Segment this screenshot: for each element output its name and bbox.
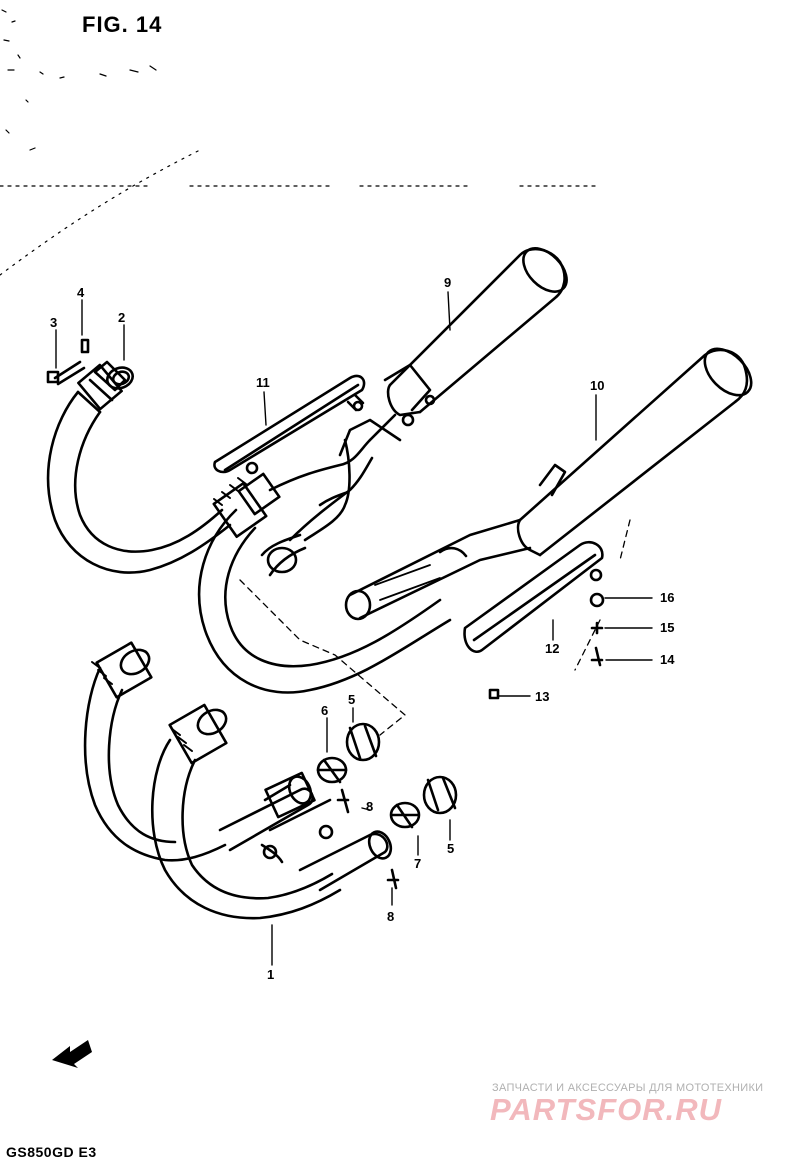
callout-10: 10 xyxy=(590,378,605,393)
callout-1: 1 xyxy=(267,967,275,982)
callout-3: 3 xyxy=(50,315,58,330)
callout-16: 16 xyxy=(660,590,675,605)
callout-15: 15 xyxy=(660,620,675,635)
bolt-3-washer-4 xyxy=(46,338,131,386)
callout-9: 9 xyxy=(444,275,452,290)
clamps-5-6-7-bolts-8 xyxy=(316,722,458,890)
callout-7: 7 xyxy=(414,856,422,871)
model-code: GS850GD E3 xyxy=(6,1144,97,1160)
callout-leaders xyxy=(55,291,653,966)
callout-2: 2 xyxy=(118,310,126,325)
scan-artifacts xyxy=(0,9,601,276)
callout-11: 11 xyxy=(256,375,270,390)
watermark-tagline: ЗАПЧАСТИ И АКСЕССУАРЫ ДЛЯ МОТОТЕХНИКИ xyxy=(492,1082,764,1094)
upper-front-header-right xyxy=(197,472,452,694)
heat-shield-11 xyxy=(213,374,366,475)
upper-front-header-left xyxy=(46,360,232,574)
callout-14: 14 xyxy=(660,652,675,667)
lower-header-pipes-1 xyxy=(83,641,393,920)
callout-8-upper: 8 xyxy=(366,799,374,814)
heat-shield-12 xyxy=(463,540,604,653)
callout-4: 4 xyxy=(77,285,85,300)
callout-13: 13 xyxy=(535,689,550,704)
upper-collector xyxy=(260,418,402,577)
watermark-logo: PARTSFOR.RU xyxy=(490,1092,723,1127)
hardware-13-16 xyxy=(488,592,605,700)
muffler-9 xyxy=(368,247,568,442)
callout-12: 12 xyxy=(545,641,560,656)
mid-connecting-pipe xyxy=(344,518,532,621)
callout-5-lower: 5 xyxy=(447,841,455,856)
front-direction-arrow xyxy=(52,1040,92,1068)
assembly-guide-lines xyxy=(239,519,631,736)
callout-6: 6 xyxy=(321,703,329,718)
callout-8-lower: 8 xyxy=(387,909,395,924)
callout-5-upper: 5 xyxy=(348,692,356,707)
muffler-10 xyxy=(516,347,753,557)
figure-title: FIG. 14 xyxy=(82,12,163,37)
